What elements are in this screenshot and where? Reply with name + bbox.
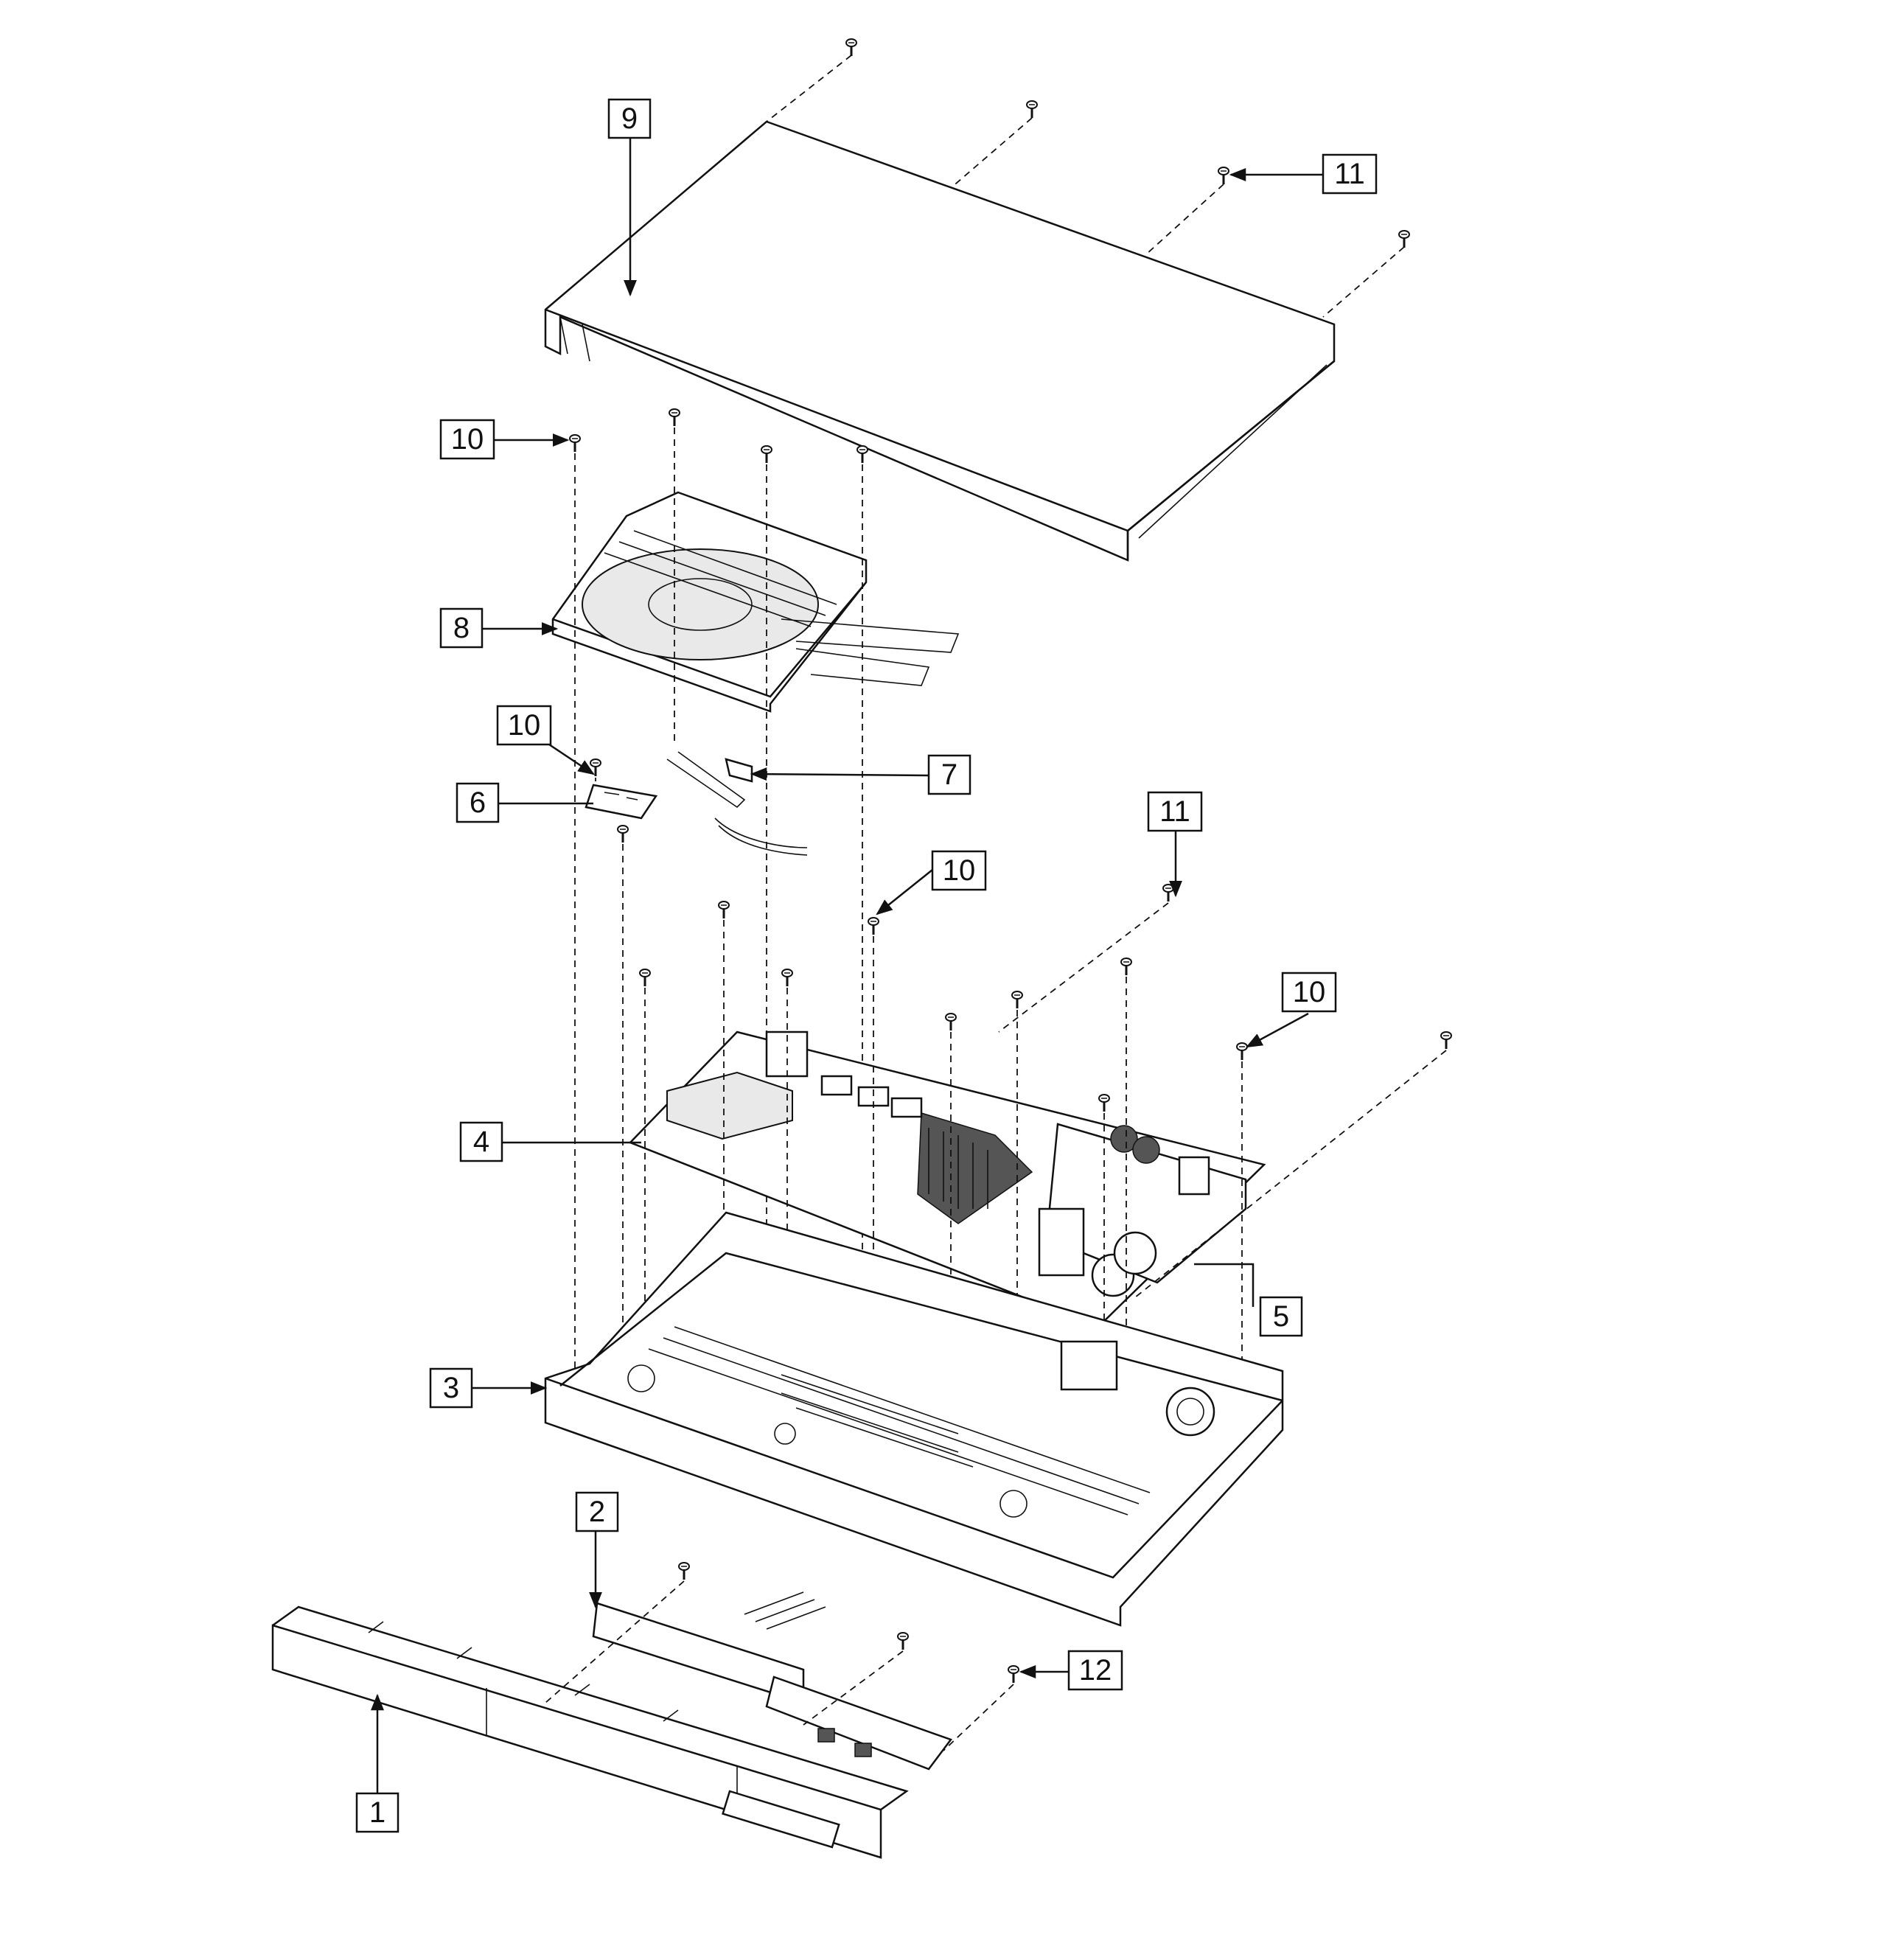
callout-11-top: 11 bbox=[1322, 153, 1378, 195]
callout-10-a: 10 bbox=[439, 419, 495, 460]
callout-10-a-label: 10 bbox=[451, 423, 484, 456]
callout-9-label: 9 bbox=[621, 102, 638, 135]
callout-8-label: 8 bbox=[453, 612, 470, 644]
leader-lines bbox=[371, 138, 1323, 1793]
callout-3: 3 bbox=[429, 1367, 473, 1409]
callout-9: 9 bbox=[607, 98, 652, 139]
callout-5-label: 5 bbox=[1273, 1300, 1289, 1333]
callout-10-b: 10 bbox=[496, 705, 552, 746]
callout-4-label: 4 bbox=[473, 1126, 489, 1158]
power-board bbox=[1038, 1123, 1247, 1297]
main-chassis bbox=[544, 1211, 1284, 1627]
top-cover bbox=[544, 120, 1336, 562]
callout-12-label: 12 bbox=[1079, 1654, 1112, 1687]
callout-11-mid: 11 bbox=[1147, 791, 1203, 832]
small-pcb bbox=[585, 784, 658, 820]
front-pcb bbox=[592, 1591, 953, 1771]
callout-8: 8 bbox=[439, 607, 484, 649]
top-cover-screws bbox=[766, 38, 1411, 318]
callout-2-label: 2 bbox=[589, 1496, 605, 1528]
callout-6: 6 bbox=[456, 782, 500, 823]
callout-10-d: 10 bbox=[1281, 972, 1337, 1013]
callout-2: 2 bbox=[575, 1491, 619, 1532]
callout-3-label: 3 bbox=[443, 1372, 459, 1404]
callout-11-top-label: 11 bbox=[1334, 158, 1365, 190]
callout-11-mid-label: 11 bbox=[1159, 795, 1190, 828]
callout-10-d-label: 10 bbox=[1293, 976, 1326, 1008]
callout-12: 12 bbox=[1067, 1650, 1123, 1691]
callout-7: 7 bbox=[927, 754, 971, 795]
disc-loader bbox=[551, 491, 960, 713]
callout-10-c-label: 10 bbox=[943, 854, 976, 887]
callout-4: 4 bbox=[459, 1121, 503, 1162]
connector-bracket bbox=[666, 751, 808, 856]
small-pcb-screws bbox=[589, 758, 629, 1386]
callout-7-label: 7 bbox=[941, 758, 957, 791]
callout-1-label: 1 bbox=[369, 1796, 385, 1829]
callout-6-label: 6 bbox=[470, 787, 486, 819]
callout-5: 5 bbox=[1259, 1296, 1303, 1337]
front-pcb-screws bbox=[545, 1561, 1020, 1751]
callout-1: 1 bbox=[355, 1792, 400, 1833]
front-panel bbox=[271, 1605, 909, 1859]
callout-10-b-label: 10 bbox=[508, 709, 541, 742]
callout-10-c: 10 bbox=[931, 850, 987, 891]
